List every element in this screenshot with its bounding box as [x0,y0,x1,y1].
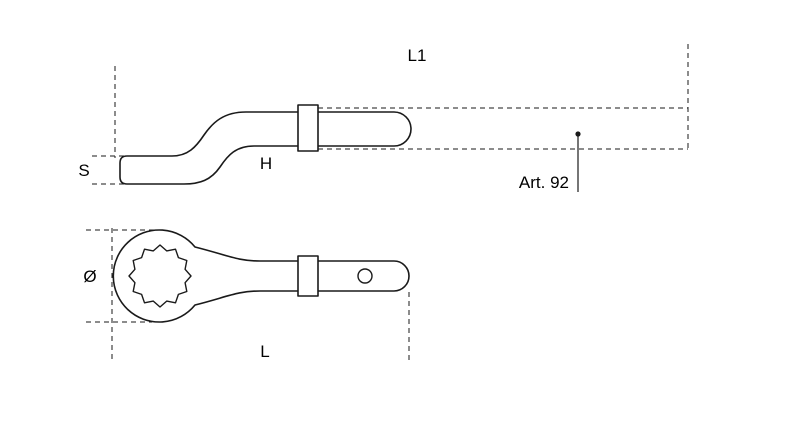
label-ring-diameter: Ø [83,267,96,286]
extension-tube-dashed-outline [318,107,688,150]
wrench-side-view-body [119,111,412,185]
label-extension-article: Art. 92 [519,173,569,192]
label-overall-length-l1: L1 [408,46,427,65]
handle-collar-plan-view [297,255,319,297]
handle-collar-side-view [297,104,319,152]
art-92-callout: Art. 92 [519,131,581,192]
wrench-plan-view-body [112,229,410,323]
label-wrench-length-l: L [260,342,269,361]
handle-hole [357,268,373,284]
label-ring-thickness-s: S [78,161,89,180]
plan-view-group: Ø L [83,228,410,362]
twelve-point-ring-profile [128,244,192,308]
label-offset-height-h: H [260,154,272,173]
side-view-group: L1 S H Art. 92 [78,44,689,192]
